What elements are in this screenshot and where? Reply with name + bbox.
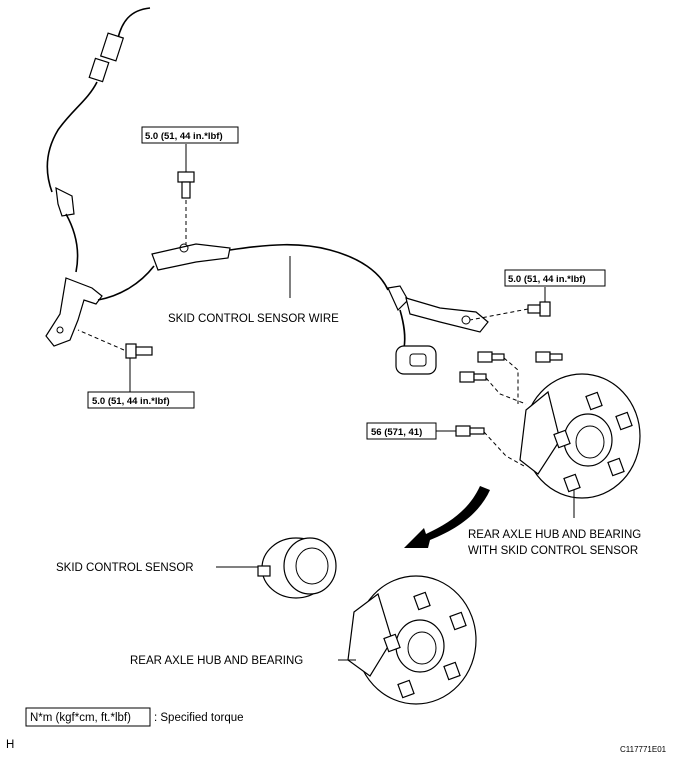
label-hub-with-sensor-line1: REAR AXLE HUB AND BEARING (468, 529, 641, 541)
torque-legend: N*m (kgf*cm, ft.*lbf) : Specified torque (25, 707, 244, 727)
rear-axle-hub (347, 575, 477, 705)
torque-value-top: 5.0 (51, 44 in.*lbf) (145, 131, 223, 142)
label-skid-control-sensor-wire: SKID CONTROL SENSOR WIRE (168, 313, 339, 325)
skid-control-sensor (257, 537, 337, 599)
sensor-wire-harness (45, 7, 489, 375)
label-hub-with-sensor-line2: WITH SKID CONTROL SENSOR (468, 545, 638, 557)
removal-arrow (404, 486, 490, 548)
legend-unit: N*m (kgf*cm, ft.*lbf) (30, 712, 131, 724)
torque-value-right: 5.0 (51, 44 in.*lbf) (508, 274, 586, 285)
top-bolt (177, 171, 195, 244)
corner-mark: H (6, 739, 14, 751)
figure-code: C117771E01 (620, 745, 667, 754)
torque-value-left: 5.0 (51, 44 in.*lbf) (92, 396, 170, 407)
torque-box-right: 5.0 (51, 44 in.*lbf) (504, 269, 606, 287)
rear-axle-hub-with-sensor (519, 373, 641, 499)
legend-description: : Specified torque (154, 712, 244, 724)
torque-box-hub: 56 (571, 41) (366, 422, 437, 440)
left-bolt (77, 329, 153, 359)
hub-bolts (455, 351, 563, 467)
label-rear-axle-hub: REAR AXLE HUB AND BEARING (130, 655, 303, 667)
torque-box-top: 5.0 (51, 44 in.*lbf) (141, 126, 239, 144)
label-skid-control-sensor: SKID CONTROL SENSOR (56, 562, 194, 574)
torque-value-hub: 56 (571, 41) (371, 427, 422, 438)
torque-box-left: 5.0 (51, 44 in.*lbf) (87, 391, 195, 409)
